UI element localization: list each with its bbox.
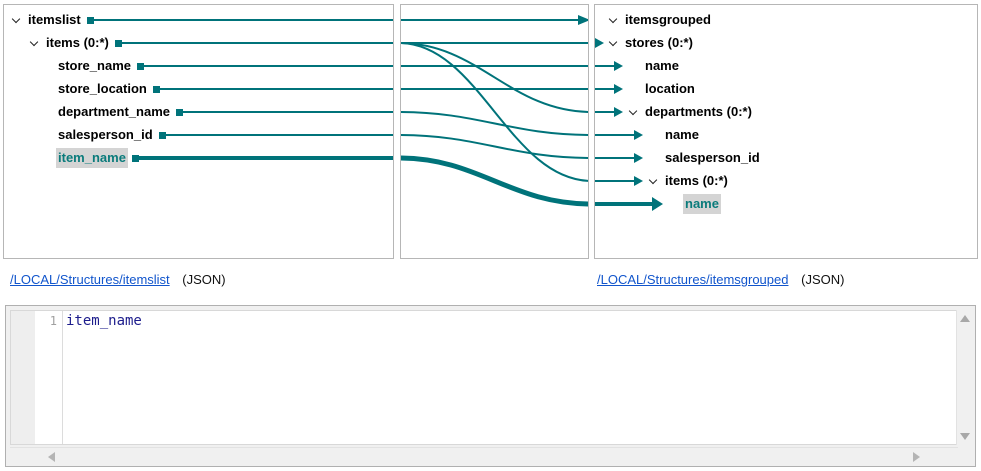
target-node-label: salesperson_id: [665, 150, 760, 165]
triangle-right-icon[interactable]: [913, 452, 920, 462]
target-node-label: items (0:*): [665, 173, 728, 188]
source-node-items-0-[interactable]: items (0:*): [30, 33, 111, 53]
target-tree[interactable]: itemsgrouped stores (0:*) name location depa…: [595, 5, 977, 258]
target-node-location[interactable]: location: [629, 79, 697, 99]
target-node-name[interactable]: name: [629, 56, 681, 76]
source-path-row: /LOCAL/Structures/itemslist (JSON): [10, 272, 226, 287]
source-connector-stub[interactable]: [87, 17, 94, 24]
chevron-down-icon[interactable]: [12, 14, 23, 25]
target-link-line[interactable]: [595, 157, 634, 159]
source-connector-stub[interactable]: [132, 155, 139, 162]
source-connector-stub[interactable]: [159, 132, 166, 139]
source-path-format: (JSON): [182, 272, 226, 287]
source-node-item-name[interactable]: item_name: [56, 148, 128, 168]
source-node-label: department_name: [58, 104, 170, 119]
target-node-label: itemsgrouped: [625, 12, 711, 27]
target-node-label: name: [683, 194, 721, 214]
target-link-line[interactable]: [595, 88, 614, 90]
source-node-store-name[interactable]: store_name: [56, 56, 133, 76]
target-node-salesperson-id[interactable]: salesperson_id: [649, 148, 762, 168]
triangle-left-icon[interactable]: [48, 452, 55, 462]
target-path-format: (JSON): [801, 272, 845, 287]
target-link-arrowhead[interactable]: [634, 176, 643, 186]
triangle-down-icon[interactable]: [960, 433, 970, 440]
chevron-down-icon[interactable]: [609, 37, 620, 48]
editor-gutter-separator: [62, 311, 63, 444]
source-node-label: itemslist: [28, 12, 81, 27]
chevron-down-icon[interactable]: [629, 106, 640, 117]
target-link-line[interactable]: [595, 65, 614, 67]
source-tree[interactable]: itemslist items (0:*) store_name store_loca…: [4, 5, 393, 258]
source-connector-stub[interactable]: [153, 86, 160, 93]
mapping-link-items-0--to-departments-0-[interactable]: [400, 42, 589, 113]
editor-horizontal-scrollbar[interactable]: [10, 447, 958, 462]
target-node-name[interactable]: name: [669, 194, 721, 214]
target-link-line[interactable]: [595, 111, 614, 113]
target-node-label: stores (0:*): [625, 35, 693, 50]
mapping-connection-lines: [400, 15, 589, 207]
target-link-line[interactable]: [595, 134, 634, 136]
source-panel[interactable]: itemslist items (0:*) store_name store_loca…: [3, 4, 394, 259]
editor-gutter: [11, 311, 35, 444]
chevron-down-icon[interactable]: [30, 37, 41, 48]
source-node-salesperson-id[interactable]: salesperson_id: [56, 125, 155, 145]
source-link-line[interactable]: [138, 156, 393, 160]
source-node-label: items (0:*): [46, 35, 109, 50]
target-panel[interactable]: itemsgrouped stores (0:*) name location depa…: [594, 4, 978, 259]
target-node-items-0-[interactable]: items (0:*): [649, 171, 730, 191]
source-path-link[interactable]: /LOCAL/Structures/itemslist: [10, 272, 170, 287]
target-link-line[interactable]: [595, 202, 652, 206]
target-node-label: name: [665, 127, 699, 142]
source-node-label: item_name: [56, 148, 128, 168]
target-node-stores-0-[interactable]: stores (0:*): [609, 33, 695, 53]
source-node-label: store_location: [58, 81, 147, 96]
editor-vertical-scrollbar[interactable]: [956, 310, 971, 445]
source-node-label: store_name: [58, 58, 131, 73]
chevron-down-icon[interactable]: [609, 14, 620, 25]
target-node-label: location: [645, 81, 695, 96]
target-node-departments-0-[interactable]: departments (0:*): [629, 102, 754, 122]
source-link-line[interactable]: [121, 42, 393, 44]
target-link-arrowhead[interactable]: [614, 84, 623, 94]
mapping-link-items-0--to-items-0-[interactable]: [400, 42, 589, 182]
chevron-down-icon[interactable]: [649, 175, 660, 186]
source-node-itemslist[interactable]: itemslist: [12, 10, 83, 30]
editor-code-line[interactable]: item_name: [66, 313, 142, 329]
source-link-line[interactable]: [143, 65, 393, 67]
mapping-link-item-name-to-name[interactable]: [400, 155, 589, 207]
schema-mapping-area: itemslist items (0:*) store_name store_loca…: [0, 0, 981, 262]
source-connector-stub[interactable]: [176, 109, 183, 116]
source-link-line[interactable]: [159, 88, 393, 90]
target-node-label: name: [645, 58, 679, 73]
target-link-arrowhead[interactable]: [634, 130, 643, 140]
target-link-arrowhead[interactable]: [595, 38, 604, 48]
target-link-arrowhead[interactable]: [652, 197, 663, 211]
mapping-link-department-name-to-name[interactable]: [400, 111, 589, 136]
target-node-label: departments (0:*): [645, 104, 752, 119]
source-connector-stub[interactable]: [115, 40, 122, 47]
expression-editor[interactable]: 1 item_name: [5, 305, 976, 467]
mapping-link-salesperson-id-to-salesperson-id[interactable]: [400, 134, 589, 159]
editor-text-surface[interactable]: 1 item_name: [10, 310, 958, 445]
source-node-department-name[interactable]: department_name: [56, 102, 172, 122]
source-link-line[interactable]: [165, 134, 393, 136]
editor-line-number: 1: [49, 314, 57, 328]
target-link-line[interactable]: [595, 180, 634, 182]
connections-panel[interactable]: [400, 4, 589, 259]
target-link-arrowhead[interactable]: [634, 153, 643, 163]
target-node-itemsgrouped[interactable]: itemsgrouped: [609, 10, 713, 30]
source-node-label: salesperson_id: [58, 127, 153, 142]
target-link-arrowhead[interactable]: [614, 61, 623, 71]
mapping-link-arrowhead: [578, 15, 588, 25]
target-node-name[interactable]: name: [649, 125, 701, 145]
target-path-row: /LOCAL/Structures/itemsgrouped (JSON): [597, 272, 844, 287]
triangle-up-icon[interactable]: [960, 315, 970, 322]
target-link-arrowhead[interactable]: [614, 107, 623, 117]
source-node-store-location[interactable]: store_location: [56, 79, 149, 99]
target-path-link[interactable]: /LOCAL/Structures/itemsgrouped: [597, 272, 789, 287]
source-connector-stub[interactable]: [137, 63, 144, 70]
source-link-line[interactable]: [93, 19, 393, 21]
source-link-line[interactable]: [182, 111, 393, 113]
